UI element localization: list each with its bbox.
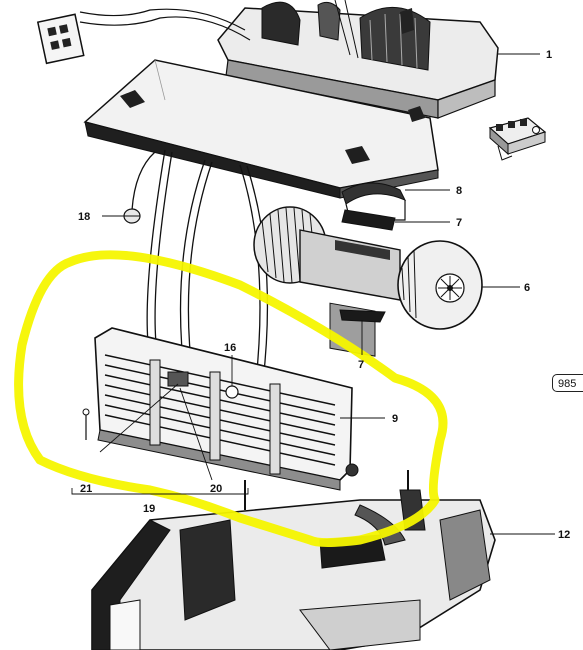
- resistor-block: [488, 117, 547, 161]
- upper-blower-housing: [217, 0, 499, 119]
- highlight-loop: [14, 250, 448, 547]
- leader-lines: [71, 53, 555, 535]
- wiring-connector: [36, 8, 251, 65]
- clip-part-7-upper: [341, 209, 396, 231]
- reference-number-box: 985: [552, 374, 583, 392]
- heater-core: [82, 327, 359, 491]
- callout-7-upper: 7: [456, 217, 462, 229]
- callout-7-lower: 7: [358, 359, 364, 371]
- callout-20: 20: [210, 483, 222, 495]
- cover-plate: [83, 59, 439, 199]
- callout-18: 18: [78, 211, 90, 223]
- callout-16: 16: [224, 342, 236, 354]
- callout-9: 9: [392, 413, 398, 425]
- callout-6: 6: [524, 282, 530, 294]
- callout-1: 1: [546, 49, 552, 61]
- lower-housing: [91, 470, 496, 650]
- clip-part-7-lower: [339, 309, 386, 323]
- callout-8: 8: [456, 185, 462, 197]
- callout-19: 19: [143, 503, 155, 515]
- blower-motor: [253, 206, 483, 357]
- callout-12: 12: [558, 529, 570, 541]
- callout-21: 21: [80, 483, 92, 495]
